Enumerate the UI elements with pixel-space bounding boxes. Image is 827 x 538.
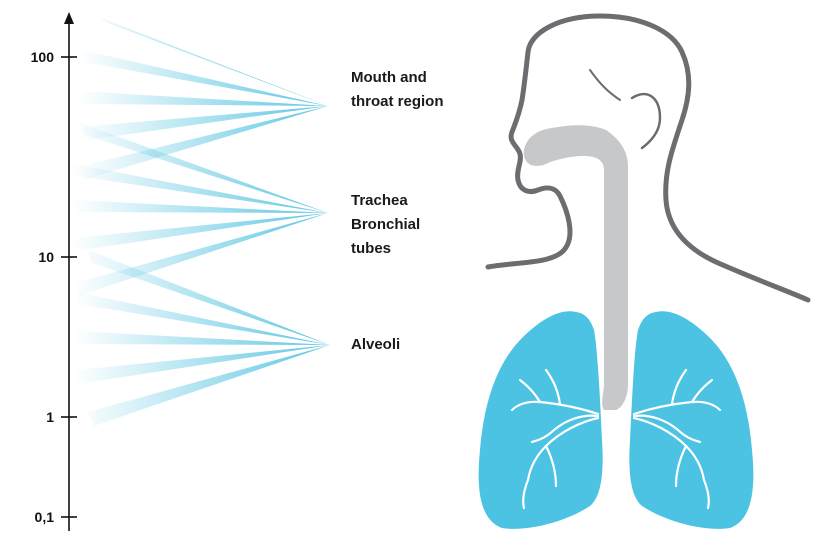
label-line: Alveoli — [351, 333, 400, 357]
label-line: Trachea — [351, 189, 420, 213]
ray — [88, 250, 330, 345]
label-line: tubes — [351, 237, 420, 261]
right-lung — [629, 311, 753, 529]
ear-outline — [632, 94, 660, 148]
axis-arrow-icon — [64, 12, 74, 24]
tick-label-10: 10 — [38, 249, 54, 265]
label-trachea-bronchial: Trachea Bronchial tubes — [351, 189, 420, 261]
tick-label-1: 1 — [46, 409, 54, 425]
tick-label-0-1: 0,1 — [35, 509, 55, 525]
rays-mouth-throat — [78, 16, 328, 181]
label-alveoli: Alveoli — [351, 333, 400, 357]
tick-label-100: 100 — [31, 49, 55, 65]
label-line: throat region — [351, 90, 444, 114]
ray — [96, 16, 328, 106]
label-mouth-throat: Mouth and throat region — [351, 66, 444, 114]
size-axis: 100 10 1 0,1 — [31, 12, 77, 531]
ray — [74, 213, 328, 251]
label-line: Mouth and — [351, 66, 444, 90]
ray — [76, 345, 330, 384]
eye-line — [590, 70, 620, 100]
left-lung — [479, 311, 603, 529]
label-line: Bronchial — [351, 213, 420, 237]
